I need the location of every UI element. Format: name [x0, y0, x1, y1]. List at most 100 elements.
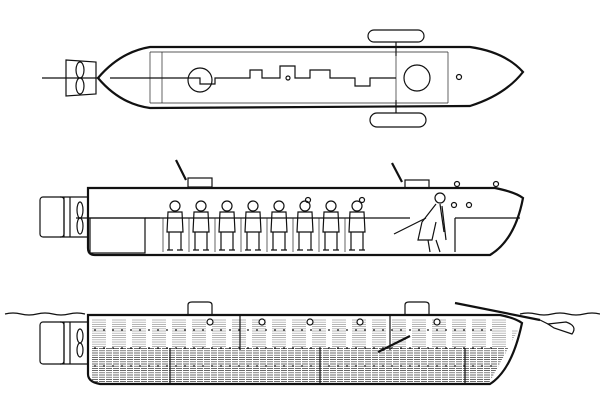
- rivet: [292, 329, 294, 331]
- rivet: [202, 347, 204, 349]
- conning-tower-fore: [404, 301, 430, 315]
- rivet: [418, 347, 420, 349]
- crank-shaft: [110, 65, 396, 87]
- crew-legs: [219, 232, 235, 251]
- rivet: [481, 365, 483, 367]
- conning-tower-aft: [187, 301, 213, 315]
- rivet: [265, 347, 267, 349]
- rivet: [166, 365, 168, 367]
- rivet: [247, 329, 249, 331]
- rivet: [301, 329, 303, 331]
- crew-torso: [348, 211, 366, 233]
- rivet: [283, 365, 285, 367]
- rivet: [436, 365, 438, 367]
- rivet: [310, 347, 312, 349]
- rivet: [337, 347, 339, 349]
- conning-tower-fore: [404, 179, 430, 189]
- crew-torso: [218, 211, 236, 233]
- rivet: [103, 365, 105, 367]
- rivet: [112, 329, 114, 331]
- side-hull: [86, 313, 524, 386]
- rivet: [157, 329, 159, 331]
- crew-torso: [192, 211, 210, 233]
- snorkel-aft: [175, 159, 187, 181]
- rivet: [445, 365, 447, 367]
- rivet: [130, 329, 132, 331]
- water-line: [4, 312, 600, 316]
- rivet: [445, 329, 447, 331]
- rivet: [364, 329, 366, 331]
- crew-torso: [244, 211, 262, 233]
- crew-legs: [323, 232, 339, 251]
- crew-legs: [297, 232, 313, 251]
- crew-legs: [271, 232, 287, 251]
- rivet: [229, 347, 231, 349]
- crew-member: [318, 200, 340, 252]
- rivet: [130, 365, 132, 367]
- crew-head: [325, 200, 337, 212]
- rivet: [103, 347, 105, 349]
- crew-head: [273, 200, 285, 212]
- rivet: [283, 329, 285, 331]
- rivet: [418, 365, 420, 367]
- rivet: [238, 365, 240, 367]
- rivet: [184, 365, 186, 367]
- rivet: [355, 347, 357, 349]
- rivet: [94, 329, 96, 331]
- rivet: [328, 365, 330, 367]
- rivet: [121, 329, 123, 331]
- rivet: [193, 365, 195, 367]
- crew-head: [351, 200, 363, 212]
- crew-member: [188, 200, 210, 252]
- rivet: [184, 329, 186, 331]
- rivet: [400, 347, 402, 349]
- rivet: [364, 347, 366, 349]
- rivet: [391, 365, 393, 367]
- crew-legs: [245, 232, 261, 251]
- hull-rivets: [94, 318, 492, 367]
- rivet: [166, 329, 168, 331]
- rivet: [175, 365, 177, 367]
- rivet: [193, 329, 195, 331]
- rivet: [220, 329, 222, 331]
- rivet: [220, 347, 222, 349]
- crew-legs: [167, 232, 183, 251]
- crew-head: [247, 200, 259, 212]
- rivet: [427, 347, 429, 349]
- crew-head: [195, 200, 207, 212]
- dive-plane: [377, 335, 411, 353]
- cutaway-hull: [86, 186, 525, 257]
- crew-member: [240, 200, 262, 252]
- rivet: [373, 329, 375, 331]
- crew-legs: [193, 232, 209, 251]
- rivet: [436, 329, 438, 331]
- propeller-icon: [76, 328, 84, 344]
- crew-head: [221, 200, 233, 212]
- rivet: [382, 365, 384, 367]
- plan-view: [42, 29, 525, 128]
- rivet: [292, 347, 294, 349]
- crew-group: [162, 200, 366, 252]
- conning-tower-aft: [187, 177, 213, 188]
- rivet: [247, 347, 249, 349]
- rivet: [247, 365, 249, 367]
- rivet: [301, 347, 303, 349]
- crew-member: [214, 200, 236, 252]
- rivet: [355, 365, 357, 367]
- rivet: [193, 347, 195, 349]
- crew-torso: [322, 211, 340, 233]
- snorkel-fore: [391, 162, 403, 183]
- rivet: [274, 347, 276, 349]
- rivet: [274, 365, 276, 367]
- porthole: [433, 318, 441, 326]
- plan-hull: [96, 45, 525, 110]
- rivet: [400, 365, 402, 367]
- rivet: [364, 365, 366, 367]
- rivet: [292, 365, 294, 367]
- rivet: [130, 347, 132, 349]
- rivet: [463, 329, 465, 331]
- cutaway-view: [39, 159, 525, 257]
- rivet: [139, 347, 141, 349]
- rivet: [490, 365, 492, 367]
